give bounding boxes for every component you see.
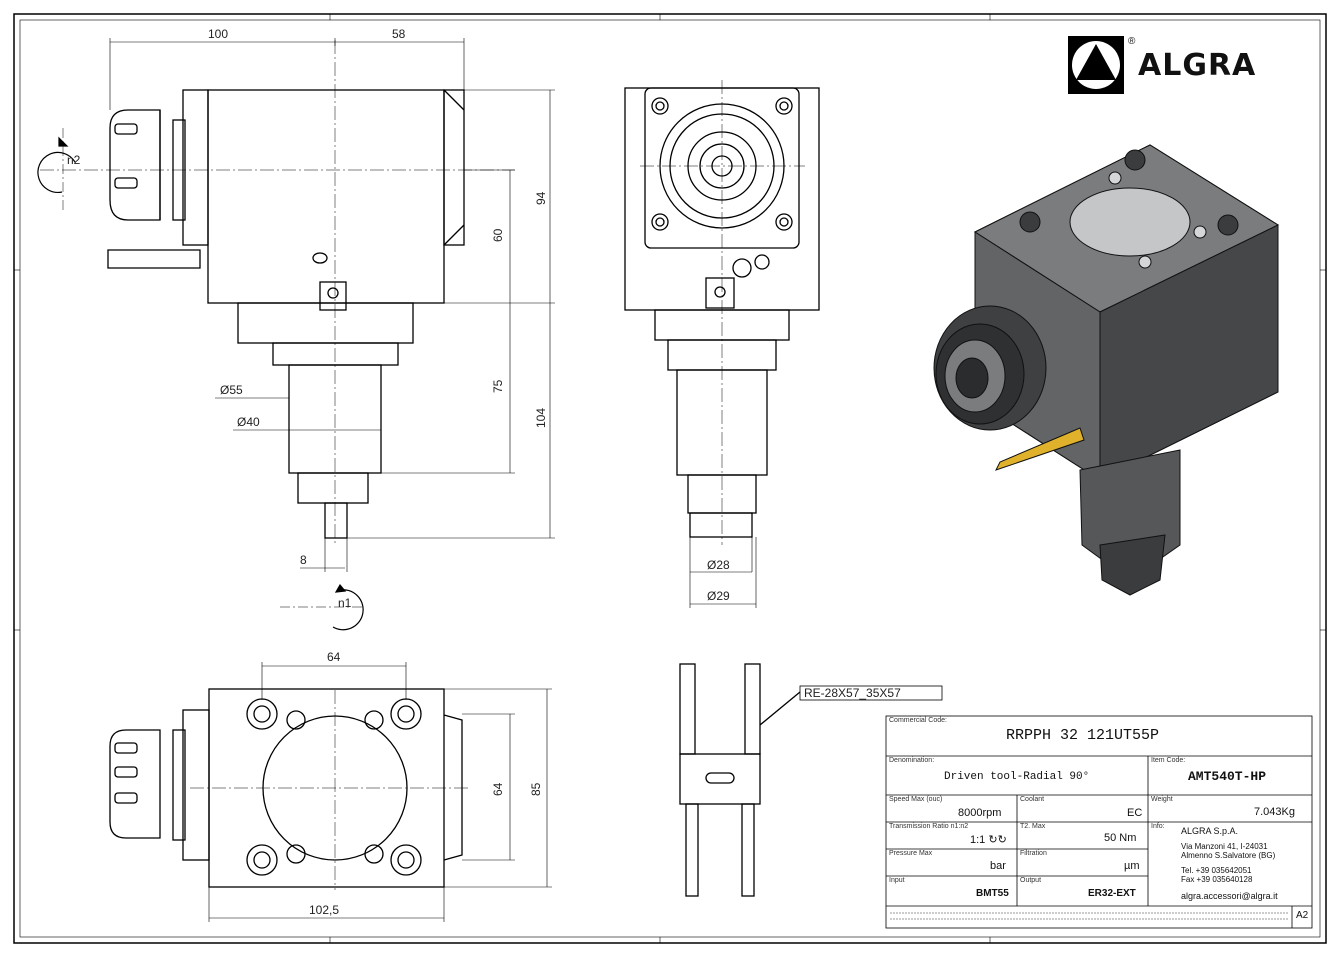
dim-dia40: Ø40 [237, 415, 260, 429]
dim-64-top: 64 [327, 650, 341, 664]
dim-85: 85 [529, 782, 543, 796]
info-fax: Fax +39 035640128 [1181, 875, 1253, 884]
wrench-callout: RE-28X57_35X57 [804, 686, 901, 700]
coolant-label: Coolant [1020, 796, 1045, 803]
brand-name: ALGRA [1138, 48, 1257, 83]
dim-75: 75 [491, 379, 505, 393]
dim-dia29: Ø29 [707, 589, 730, 603]
rotation-label-n1: n1 [338, 596, 352, 610]
commercial-code: RRPPH 32 121UT55P [1006, 727, 1160, 744]
info-phone: Tel. +39 035642051 [1181, 866, 1252, 875]
rotation-n1-icon [280, 583, 364, 631]
weight-label: Weight [1151, 796, 1173, 803]
dim-100: 100 [208, 27, 228, 41]
dim-58: 58 [392, 27, 406, 41]
dim-104: 104 [534, 408, 548, 428]
dim-64-side: 64 [491, 782, 505, 796]
denomination-label: Denomination: [889, 757, 935, 764]
rotation-n2-icon [37, 128, 76, 210]
output-value: ER32-EXT [1088, 888, 1136, 899]
title-block-grid [885, 715, 1313, 929]
speed-value: 8000rpm [958, 807, 1002, 819]
dim-94: 94 [534, 191, 548, 205]
torque-value: 50 Nm [1104, 832, 1137, 844]
dim-60: 60 [491, 228, 505, 242]
weight-value: 7.043Kg [1254, 806, 1295, 818]
callout-label [799, 685, 943, 701]
ratio-label: Transmission Ratio n1:n2 [889, 823, 969, 830]
front-view [107, 89, 465, 539]
ratio-value: 1:1 ↻↻ [970, 834, 1007, 846]
speed-label: Speed Max (ouc) [889, 796, 943, 803]
output-label: Output [1020, 877, 1042, 884]
input-label: Input [889, 877, 905, 884]
info-address-2: Almenno S.Salvatore (BG) [1181, 851, 1276, 860]
item-code-label: Item Code: [1151, 757, 1186, 764]
input-value: BMT55 [976, 888, 1009, 899]
algra-logo-icon [1068, 36, 1124, 94]
pressure-value: bar [990, 860, 1006, 872]
denomination: Driven tool-Radial 90° [944, 771, 1090, 783]
product-3d-render [933, 144, 1280, 596]
coolant-value: EC [1127, 807, 1143, 819]
sheet-size: A2 [1296, 910, 1309, 921]
info-company: ALGRA S.p.A. [1181, 826, 1239, 836]
dim-dia55: Ø55 [220, 383, 243, 397]
dim-8: 8 [300, 553, 307, 567]
info-label: Info: [1151, 823, 1165, 830]
info-address-1: Via Manzoni 41, I-24031 [1181, 842, 1268, 851]
torque-label: T2. Max [1020, 823, 1046, 830]
item-code: AMT540T-HP [1188, 769, 1267, 784]
filtration-value: µm [1124, 860, 1140, 872]
rotation-label-n2: n2 [67, 153, 81, 167]
registered-mark: ® [1128, 36, 1136, 47]
filtration-label: Filtration [1020, 850, 1047, 857]
wrench-drawing [679, 663, 801, 897]
pressure-label: Pressure Max [889, 850, 933, 857]
dim-dia28: Ø28 [707, 558, 730, 572]
dim-102-5: 102,5 [309, 903, 339, 917]
commercial-code-label: Commercial Code: [889, 717, 947, 724]
info-email-link[interactable]: algra.accessori@algra.it [1181, 891, 1278, 901]
